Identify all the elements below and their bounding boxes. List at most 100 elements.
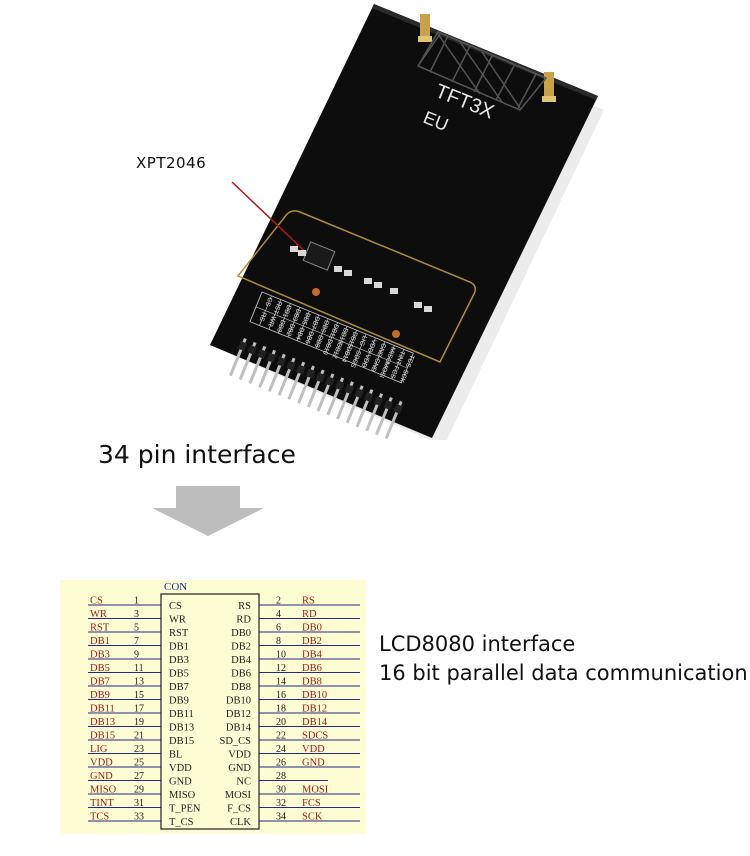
note-line-1: LCD8080 interface bbox=[379, 632, 576, 656]
pin-number: 20 bbox=[276, 717, 286, 728]
board-pin-label: TINT bbox=[394, 350, 406, 366]
pin-name: DB15 bbox=[169, 736, 194, 747]
board-pin-label: TCS bbox=[404, 353, 416, 368]
down-arrow-icon bbox=[152, 486, 264, 536]
pin-name: DB11 bbox=[169, 709, 194, 720]
pin-number: 6 bbox=[276, 623, 281, 634]
pin-name: DB2 bbox=[231, 642, 251, 653]
pin-name: DB14 bbox=[226, 723, 252, 734]
pin-name: SD_CS bbox=[219, 736, 251, 747]
net-label: VDD bbox=[302, 744, 325, 755]
pin-housing bbox=[373, 396, 384, 407]
board-pin-label: SCK bbox=[398, 368, 410, 384]
pin-name: RS bbox=[238, 601, 251, 612]
board-pin-label: DB1 bbox=[281, 304, 292, 319]
interface-caption: 34 pin interface bbox=[98, 440, 296, 469]
pin-row-13: DB7 13 DB7 bbox=[88, 677, 189, 693]
pin-number: 21 bbox=[134, 731, 144, 742]
board-pin-label: DB5 bbox=[300, 311, 311, 326]
board-pin-label: DB9 bbox=[319, 319, 330, 334]
pin-number: 16 bbox=[276, 690, 286, 701]
pin-housing bbox=[266, 352, 277, 363]
net-label: CS bbox=[90, 596, 103, 607]
board-pin-label: RST bbox=[271, 300, 282, 315]
pin-number: 33 bbox=[134, 812, 144, 823]
pin-name: T_CS bbox=[169, 817, 194, 828]
pin-number: 25 bbox=[134, 758, 144, 769]
pin-housing bbox=[354, 388, 364, 399]
pin-name: CLK bbox=[230, 817, 251, 828]
board-pin-label: RS bbox=[257, 311, 267, 323]
pin-name: DB9 bbox=[169, 696, 189, 707]
net-label: DB5 bbox=[90, 663, 110, 674]
net-label: RST bbox=[90, 623, 110, 634]
net-label: DB2 bbox=[302, 636, 322, 647]
net-label: SDCS bbox=[302, 731, 328, 742]
pin-number: 1 bbox=[134, 596, 139, 607]
pin-name: GND bbox=[169, 777, 192, 788]
pin-housing bbox=[383, 399, 394, 410]
pin-number: 17 bbox=[134, 704, 144, 715]
pin-row-25: VDD 25 VDD bbox=[88, 758, 192, 774]
pin-number: 31 bbox=[134, 798, 144, 809]
pin-name: GND bbox=[228, 763, 251, 774]
pin-number: 3 bbox=[134, 609, 139, 620]
pin-number: 5 bbox=[134, 623, 139, 634]
pin-name: VDD bbox=[169, 763, 192, 774]
board-pin-label: DB0 bbox=[275, 319, 286, 334]
header-pins bbox=[229, 338, 403, 440]
pin-number: 30 bbox=[276, 785, 286, 796]
net-label: DB15 bbox=[90, 731, 115, 742]
net-label: DB7 bbox=[90, 677, 110, 688]
standoff-pin-left bbox=[418, 14, 432, 42]
board-pin-label: DB4 bbox=[294, 326, 305, 341]
pin-housing bbox=[344, 384, 355, 395]
net-label: DB8 bbox=[302, 677, 322, 688]
net-label: DB12 bbox=[302, 704, 327, 715]
pin-name: F_CS bbox=[227, 804, 251, 815]
net-label: DB4 bbox=[302, 650, 323, 661]
pin-number: 14 bbox=[276, 677, 286, 688]
pin-number: 7 bbox=[134, 636, 139, 647]
pin-housing bbox=[247, 344, 257, 355]
pin-number: 8 bbox=[276, 636, 281, 647]
net-label: LIG bbox=[90, 744, 108, 755]
pin-name: WR bbox=[169, 615, 186, 626]
pin-number: 26 bbox=[276, 758, 286, 769]
pcb-board bbox=[210, 4, 598, 438]
board-pin-label: CS bbox=[263, 296, 273, 308]
net-label: DB13 bbox=[90, 717, 115, 728]
pin-name: DB7 bbox=[169, 682, 189, 693]
net-label: MOSI bbox=[302, 785, 329, 796]
net-label: VDD bbox=[90, 758, 113, 769]
pin-housing bbox=[335, 380, 345, 391]
pin-number: 13 bbox=[134, 677, 144, 688]
net-label: GND bbox=[90, 771, 113, 782]
pin-name: DB6 bbox=[231, 669, 251, 680]
net-label: GND bbox=[302, 758, 325, 769]
net-label: SCK bbox=[302, 812, 323, 823]
pin-number: 12 bbox=[276, 663, 286, 674]
flex-cable bbox=[416, 31, 548, 111]
pin-housing bbox=[315, 372, 326, 383]
pin-housing bbox=[305, 368, 316, 379]
net-label: DB0 bbox=[302, 623, 322, 634]
